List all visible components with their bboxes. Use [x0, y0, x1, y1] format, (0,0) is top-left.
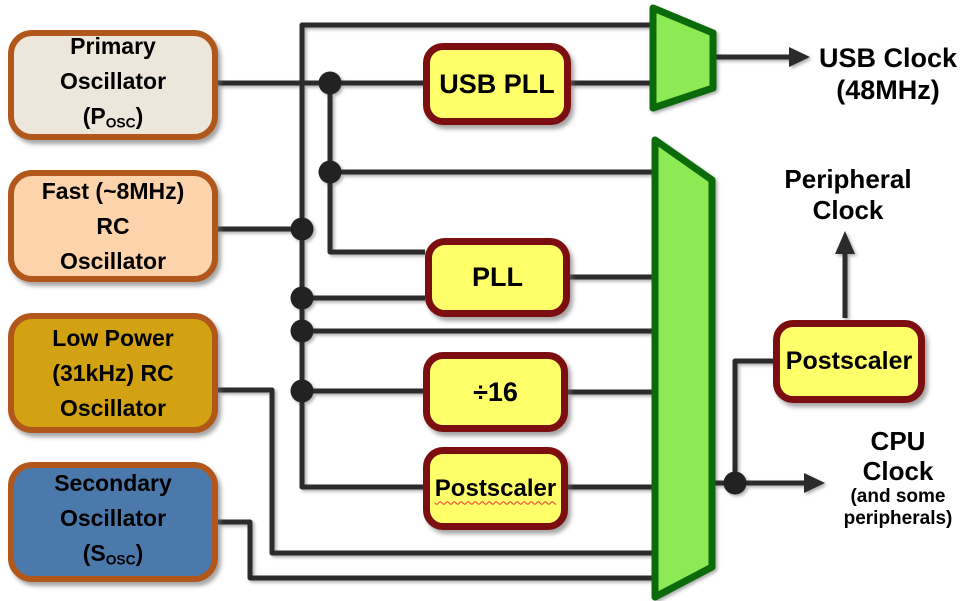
cpu-clock-label-line2: Clock [862, 456, 934, 486]
usb-pll-block: USB PLL [423, 43, 571, 125]
peripheral-clock-label-line2: Clock [812, 195, 884, 225]
cpu-clock-label-line1: CPU [870, 426, 926, 456]
junction-dot [290, 286, 314, 310]
cpu-clock-arrowhead-icon [804, 473, 825, 493]
low-power-label-line3: Oscillator [59, 394, 167, 421]
primary-oscillator-label-line2: Oscillator [59, 68, 167, 95]
junction-dot [318, 160, 342, 184]
low-power-label-line2: (31kHz) RC [52, 359, 174, 386]
usb-clock-arrowhead-icon [789, 47, 810, 67]
junction-dot [318, 71, 342, 95]
cpu-clock-output-label: CPU Clock (and some peripherals) [828, 426, 964, 530]
symbol-pre: (S [82, 540, 106, 567]
junction-dot [290, 319, 314, 343]
peripheral-postscaler-label: Postscaler [785, 347, 913, 375]
symbol-post: ) [135, 540, 144, 567]
secondary-oscillator-box: Secondary Oscillator (SOSC) [8, 462, 218, 582]
junction-dot [723, 471, 747, 495]
postscaler-block: Postscaler [423, 447, 568, 530]
low-power-rc-oscillator-box: Low Power (31kHz) RC Oscillator [8, 313, 218, 433]
usb-clock-output-label: USB Clock (48MHz) [812, 42, 964, 106]
primary-oscillator-label-line1: Primary [70, 33, 156, 60]
wire-lowpower-to-mux [218, 387, 656, 556]
usb-pll-label: USB PLL [439, 68, 555, 99]
secondary-oscillator-label-line1: Secondary [54, 470, 172, 497]
fast-rc-label-line1: Fast (~8MHz) [41, 177, 185, 204]
fast-rc-label-line3: Oscillator [59, 247, 167, 274]
symbol-subscript: OSC [105, 552, 136, 568]
divide-by-16-label: ÷16 [473, 376, 518, 407]
pll-label: PLL [472, 262, 523, 292]
primary-oscillator-box: Primary Oscillator (POSC) [8, 30, 218, 140]
wire-to-right-postscaler [732, 358, 773, 483]
usb-clock-label-line2: (48MHz) [836, 75, 940, 105]
wire-primary-to-pll [327, 83, 425, 255]
primary-oscillator-symbol: (POSC) [83, 99, 144, 140]
peripheral-postscaler-block: Postscaler [773, 320, 925, 403]
system-clock-mux [651, 136, 716, 601]
pll-block: PLL [425, 238, 570, 317]
symbol-subscript: OSC [105, 115, 136, 131]
postscaler-label: Postscaler [434, 474, 557, 502]
fast-rc-oscillator-box: Fast (~8MHz) RC Oscillator [8, 170, 218, 282]
peripheral-clock-output-label: Peripheral Clock [772, 164, 924, 226]
secondary-oscillator-label-line2: Oscillator [59, 505, 167, 532]
wire-fastrc-rail [299, 22, 653, 490]
cpu-clock-note-line1: (and some [850, 486, 946, 507]
low-power-label-line1: Low Power [52, 324, 174, 351]
peripheral-clock-label-line1: Peripheral [784, 164, 912, 194]
peripheral-clock-arrowhead-icon [835, 231, 855, 254]
usb-clock-label-line1: USB Clock [818, 43, 958, 73]
cpu-clock-note-line2: peripherals) [843, 508, 953, 529]
junction-dot [290, 217, 314, 241]
secondary-oscillator-symbol: (SOSC) [83, 536, 144, 577]
fast-rc-label-line2: RC [96, 212, 130, 239]
symbol-pre: (P [82, 103, 106, 130]
wire-secondary-to-mux [218, 519, 656, 581]
usb-clock-mux [649, 4, 717, 112]
junction-dot [290, 379, 314, 403]
divide-by-16-block: ÷16 [423, 352, 568, 432]
symbol-post: ) [135, 103, 144, 130]
